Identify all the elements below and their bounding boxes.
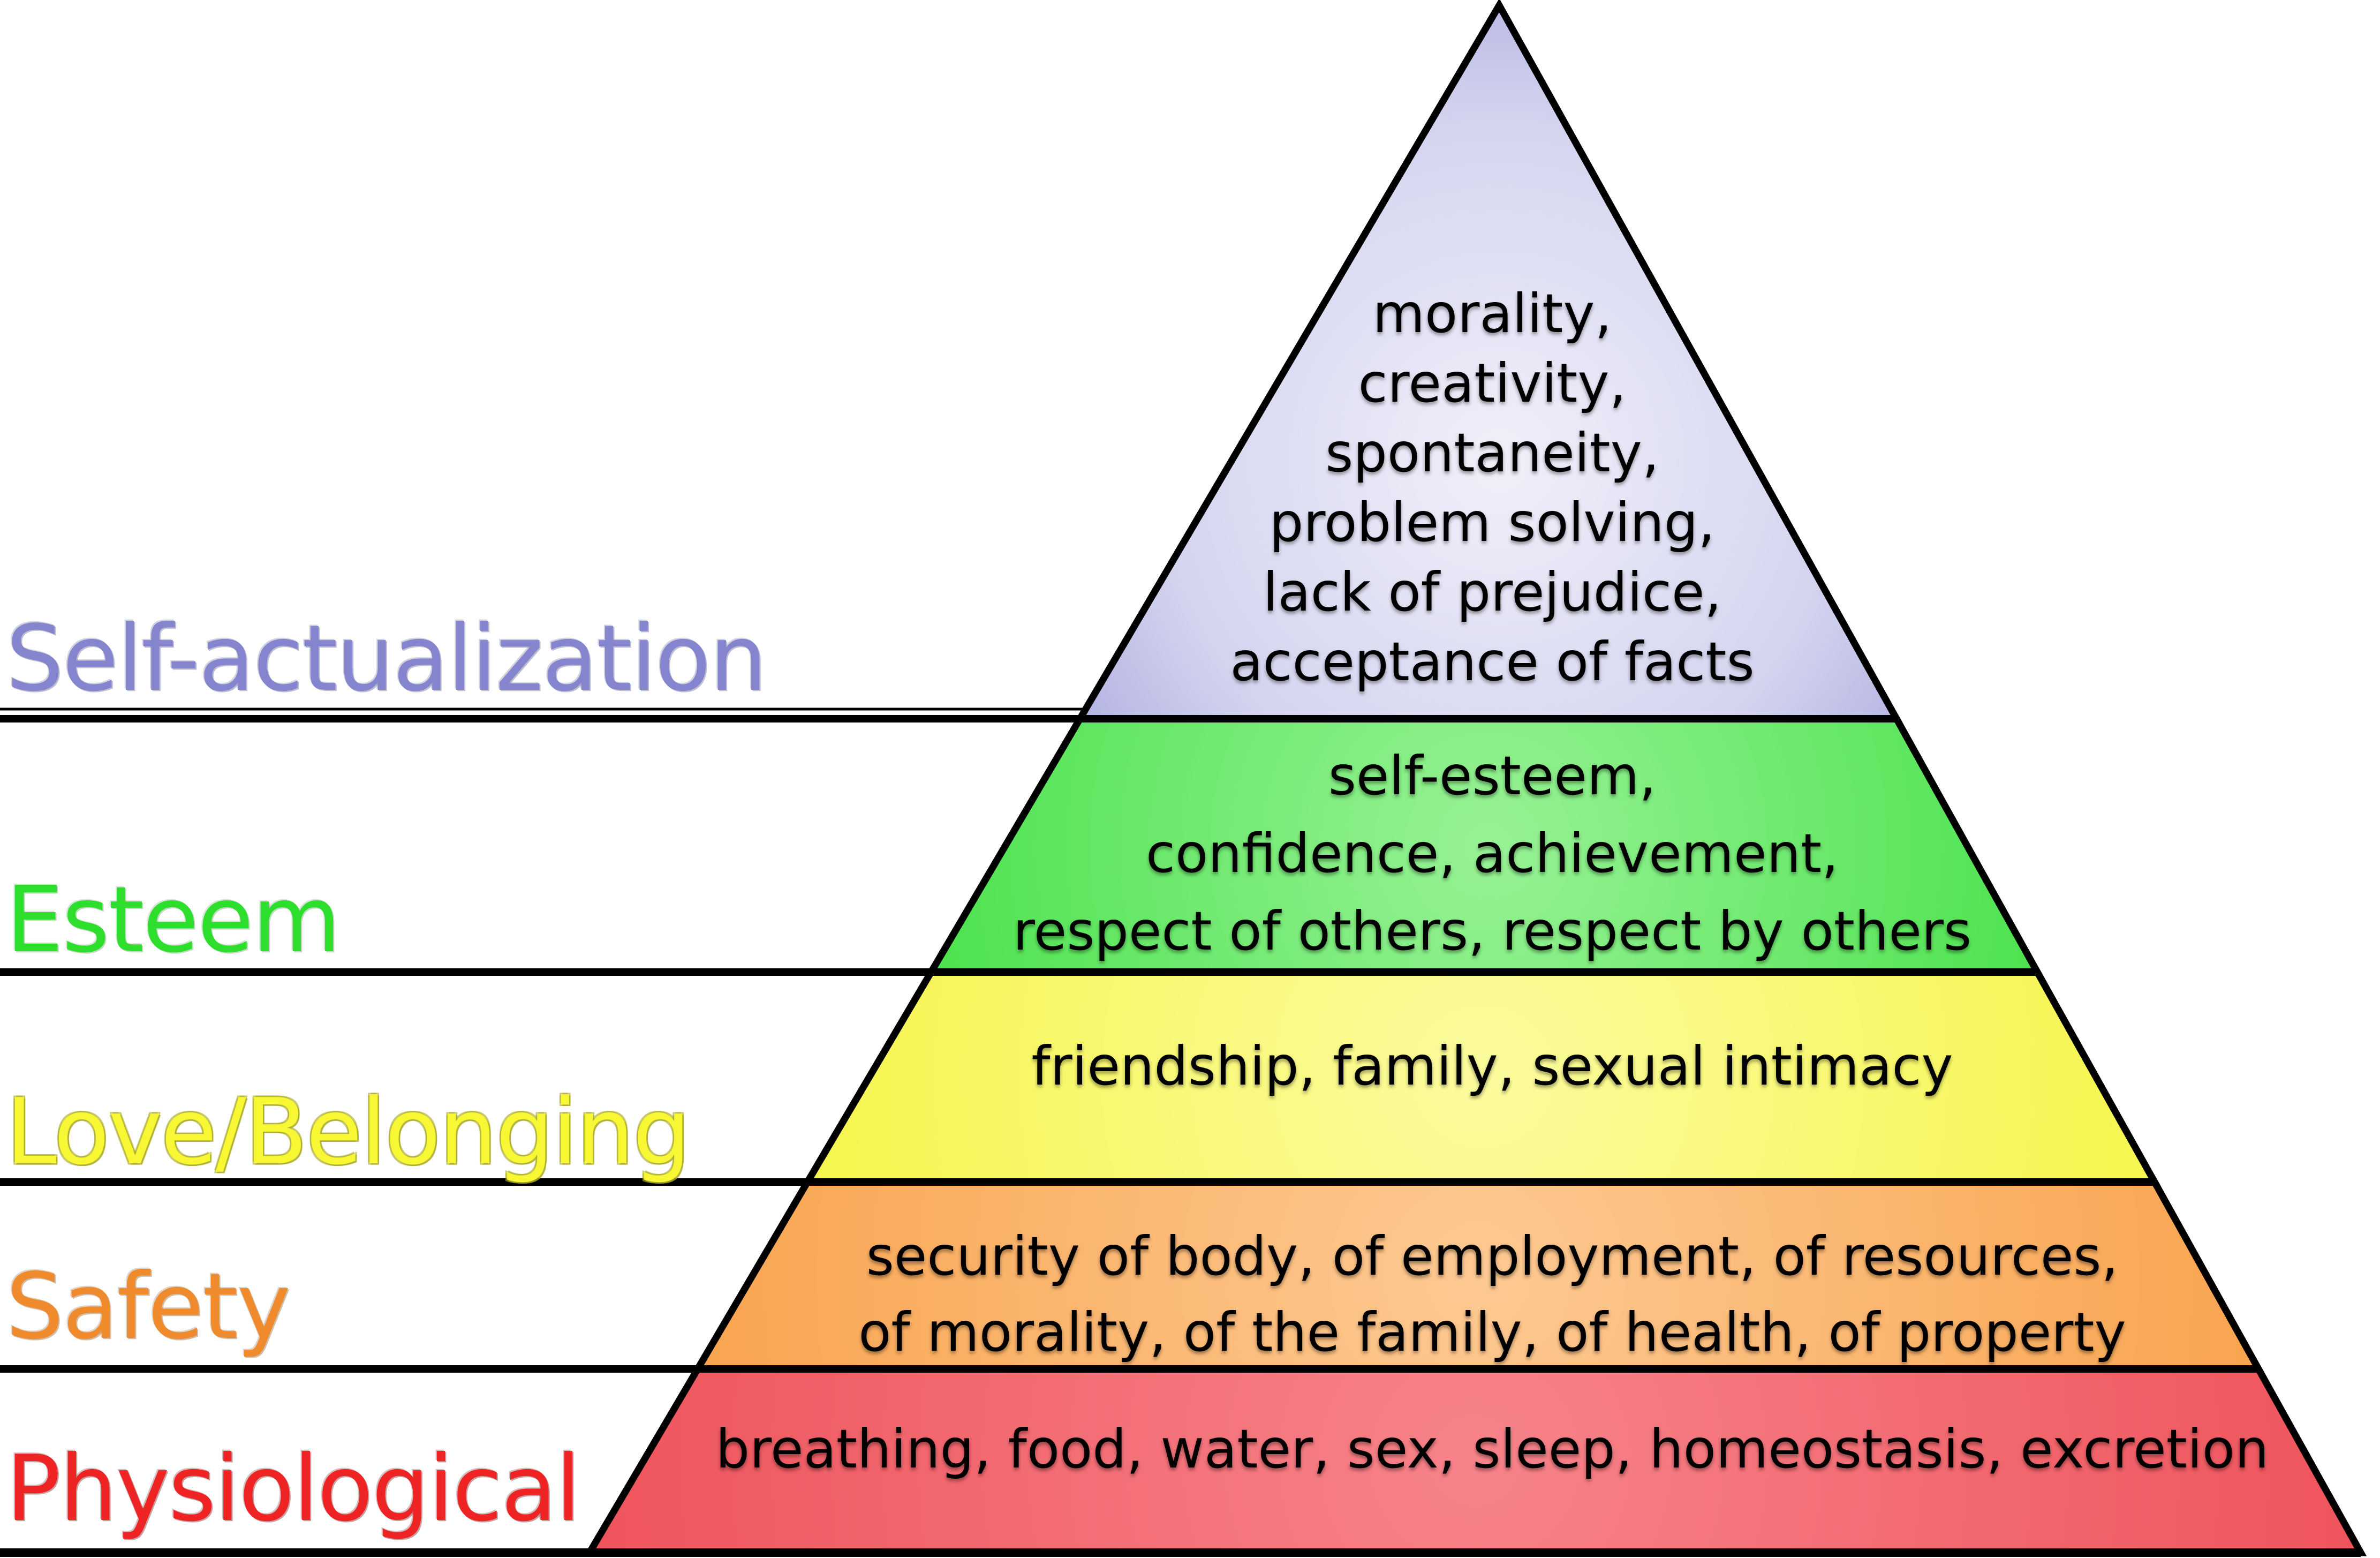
band-text-line: morality, xyxy=(1372,282,1612,345)
label-safety: Safety xyxy=(6,1253,291,1360)
band-text-line: security of body, of employment, of reso… xyxy=(866,1224,2119,1288)
band-text-line: problem solving, xyxy=(1269,491,1716,554)
band-text-line: of morality, of the family, of health, o… xyxy=(858,1300,2126,1364)
band-text-line: lack of prejudice, xyxy=(1263,560,1722,623)
band-text-esteem: self-esteem, confidence, achievement, re… xyxy=(1013,737,1971,970)
band-text-line: friendship, family, sexual intimacy xyxy=(1031,1034,1953,1097)
label-love-belonging: Love/Belonging xyxy=(6,1079,691,1185)
band-text-line: acceptance of facts xyxy=(1230,630,1755,693)
band-text-safety: security of body, of employment, of reso… xyxy=(858,1218,2126,1371)
band-text-line: breathing, food, water, sex, sleep, home… xyxy=(715,1418,2269,1481)
band-text-physiological: breathing, food, water, sex, sleep, home… xyxy=(716,1414,2269,1484)
label-physiological: Physiological xyxy=(6,1436,581,1542)
label-self-actualization: Self-actualization xyxy=(6,605,767,712)
band-text-line: confidence, achievement, xyxy=(1146,822,1839,885)
band-text-line: creativity, xyxy=(1358,351,1627,415)
band-text-love-belonging: friendship, family, sexual intimacy xyxy=(1031,1032,1953,1101)
band-text-line: respect of others, respect by others xyxy=(1013,899,1972,962)
label-esteem: Esteem xyxy=(6,867,341,974)
band-text-line: spontaneity, xyxy=(1325,421,1659,484)
band-text-line: self-esteem, xyxy=(1328,744,1657,807)
band-text-self-actualization: morality, creativity, spontaneity, probl… xyxy=(1230,279,1754,697)
